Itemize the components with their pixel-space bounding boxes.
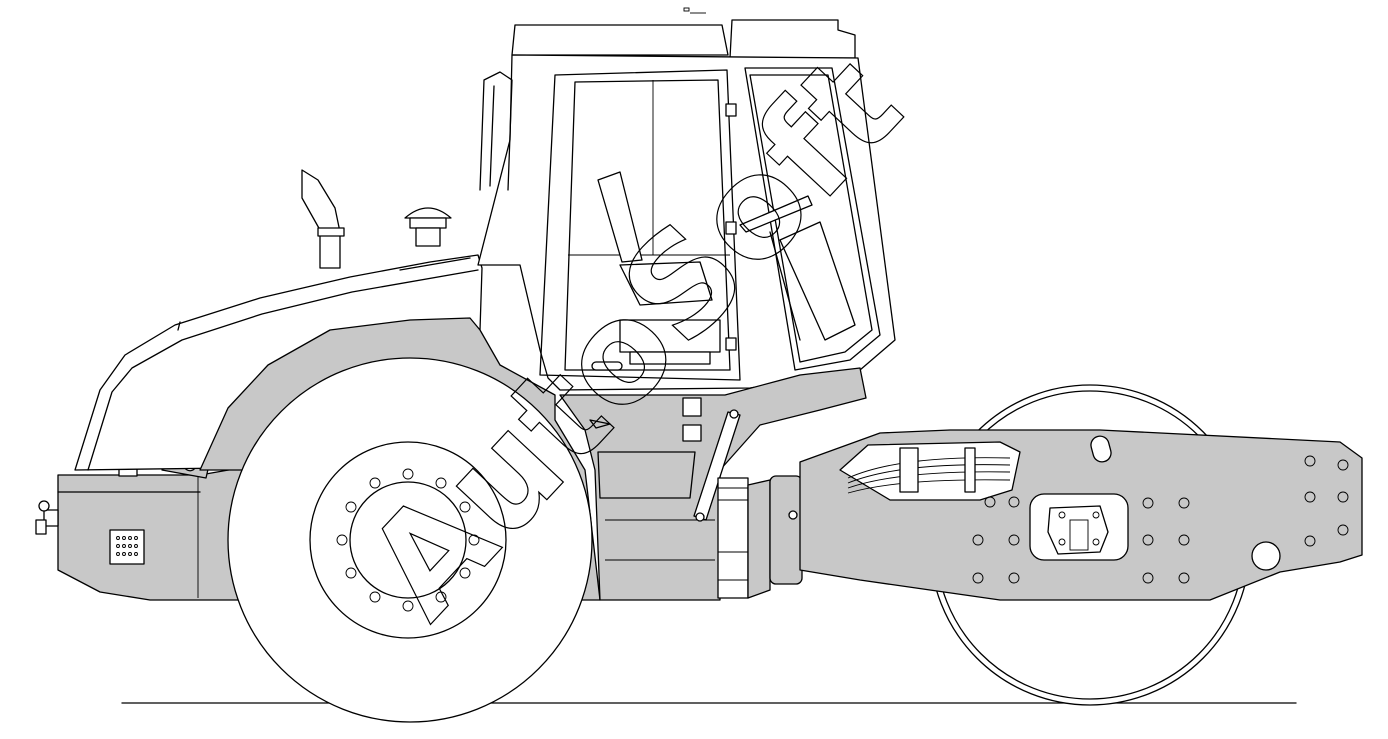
operator-cab <box>477 7 896 391</box>
vibration-motor <box>1029 493 1129 561</box>
operator-seat <box>597 171 721 365</box>
exhaust-stack <box>301 169 345 269</box>
tow-hitch <box>35 500 59 535</box>
vent-grille <box>116 536 138 556</box>
wheel-bolts <box>336 468 480 612</box>
rear-wheel <box>227 357 593 723</box>
center-frame <box>559 367 867 601</box>
steering-wheel <box>739 195 856 341</box>
bolt-pattern <box>972 455 1349 584</box>
drum-frame <box>799 429 1363 601</box>
air-cleaner-cap <box>404 207 452 247</box>
